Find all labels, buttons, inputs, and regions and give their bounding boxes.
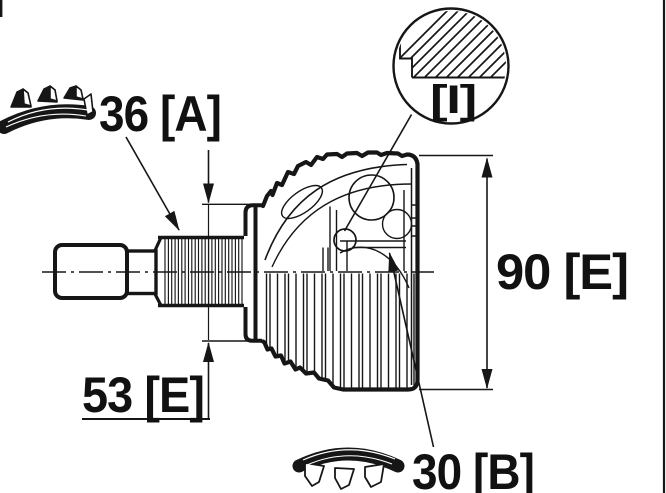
joint-body	[243, 150, 420, 392]
ext-lines-90E	[419, 154, 493, 391]
detail-reference-line	[343, 114, 413, 232]
dimension-53E: 53 [E]	[82, 150, 263, 423]
detail-source-circle	[333, 228, 357, 252]
cage-arc-inner	[271, 183, 412, 268]
dim-label-90E: 90 [E]	[496, 244, 628, 300]
outer-groove-lines	[265, 273, 415, 390]
spline-chamfer	[153, 236, 163, 307]
dim-label-30B: 30 [B]	[412, 444, 534, 493]
internal-spline-icon	[292, 447, 405, 490]
leader-30B	[388, 252, 435, 448]
inner-race-edges	[322, 190, 405, 271]
race-shoulder-arc	[339, 246, 410, 289]
spline-band-edges	[158, 235, 244, 308]
detail-marker-label: [I]	[430, 78, 476, 122]
detail-view-circle: [I]	[392, 7, 510, 125]
boot-seat-top	[243, 203, 262, 236]
dimension-30B: 30 [B]	[388, 252, 535, 493]
ball-large	[348, 174, 395, 221]
snap-ring-steps	[411, 204, 418, 237]
dim-label-53E: 53 [E]	[82, 367, 204, 423]
ref-lines-53E	[202, 203, 263, 342]
section-hatch	[400, 11, 506, 78]
dimension-90E: 90 [E]	[419, 154, 629, 391]
detail-balloon	[392, 7, 510, 125]
cage-window	[280, 184, 324, 220]
dim-label-36A: 36 [A]	[99, 86, 221, 142]
external-spline-icon	[0, 85, 96, 134]
hub-bore-lines	[340, 240, 406, 249]
bell-outline	[260, 150, 420, 392]
dimension-36A: 36 [A]	[99, 86, 222, 231]
leader-36A	[125, 136, 180, 231]
